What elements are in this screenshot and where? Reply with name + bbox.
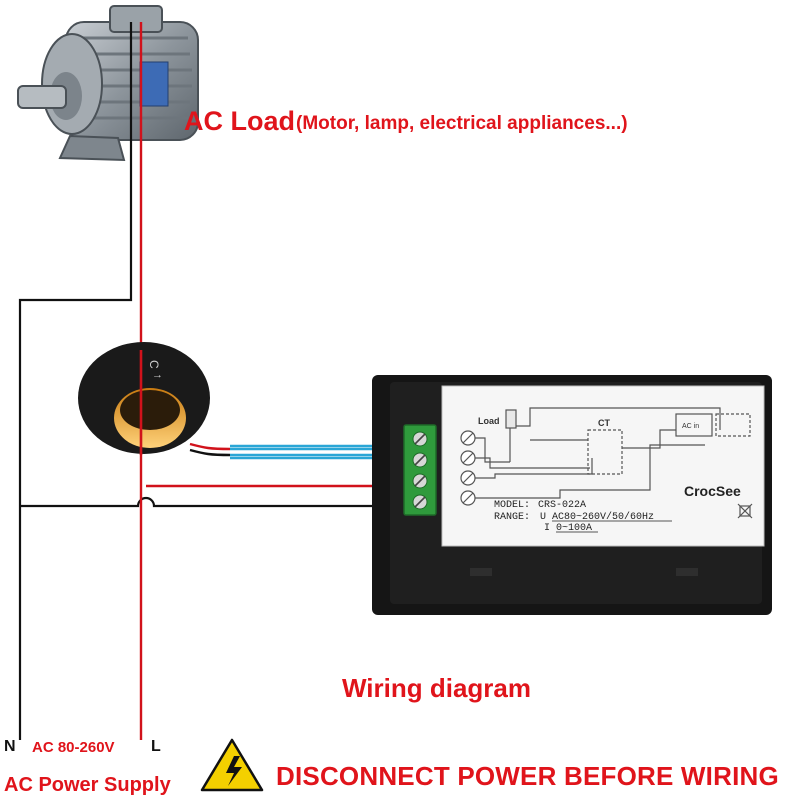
wiring-diagram-title: Wiring diagram bbox=[342, 673, 532, 703]
motor-image bbox=[17, 5, 199, 162]
svg-text:→: → bbox=[152, 369, 163, 381]
terminal-block bbox=[403, 424, 437, 516]
neutral-wire bbox=[18, 22, 406, 740]
voltage-label: AC 80-260V bbox=[32, 739, 115, 756]
svg-text:C: C bbox=[147, 360, 161, 369]
line-label: L bbox=[151, 738, 161, 755]
power-supply-label: AC Power Supply bbox=[4, 774, 171, 796]
schematic-ct-label: CT bbox=[598, 418, 610, 428]
ac-load-title: AC Load bbox=[184, 106, 295, 136]
u-symbol: U bbox=[540, 512, 546, 523]
i-range: 0~100A bbox=[556, 523, 592, 534]
range-label: RANGE: bbox=[494, 512, 530, 523]
warning-icon bbox=[200, 738, 264, 792]
schematic-ac-in-label: AC in bbox=[682, 423, 699, 430]
warning-text: DISCONNECT POWER BEFORE WIRING bbox=[276, 761, 779, 791]
model-label: MODEL: bbox=[494, 500, 530, 511]
u-range: AC80~260V/50/60Hz bbox=[552, 511, 654, 523]
brand-name: CrocSee bbox=[684, 483, 741, 499]
i-symbol: I bbox=[544, 523, 550, 534]
meter-label-schematic bbox=[460, 407, 751, 506]
schematic-load-label: Load bbox=[478, 416, 500, 426]
ac-load-detail: (Motor, lamp, electrical appliances...) bbox=[296, 113, 628, 134]
neutral-label: N bbox=[4, 738, 16, 755]
model-value: CRS-022A bbox=[538, 500, 586, 511]
current-transformer-ring: C → bbox=[78, 342, 210, 455]
